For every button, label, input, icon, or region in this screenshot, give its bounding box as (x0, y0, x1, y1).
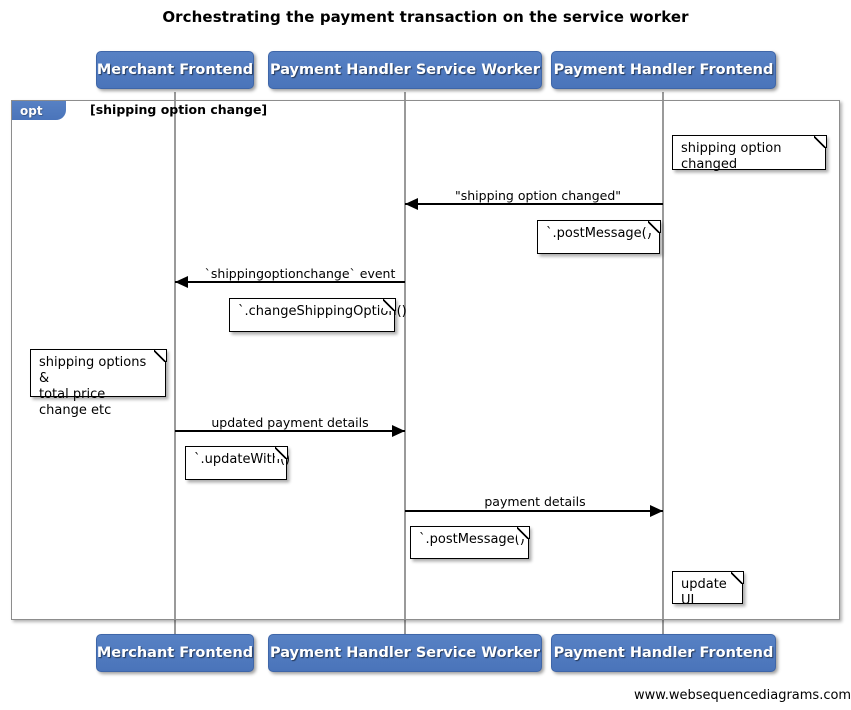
note-2: `.changeShippingOption() (229, 297, 407, 332)
message-arrowhead-0 (405, 198, 418, 210)
message-arrowhead-2 (392, 425, 405, 437)
message-arrowhead-3 (650, 505, 663, 517)
participant-box-bottom-2[interactable]: Payment Handler Frontend (551, 634, 776, 672)
lifeline-1 (404, 92, 406, 634)
participant-label: Payment Handler Frontend (553, 645, 774, 661)
message-label-2: updated payment details (211, 415, 369, 430)
message-label-0: "shipping option changed" (455, 188, 622, 203)
lifeline-0 (174, 92, 176, 634)
message-label-1: `shippingoptionchange` event (204, 266, 396, 281)
message-arrowhead-1 (175, 276, 188, 288)
opt-frame-condition: [shipping option change] (90, 102, 268, 117)
watermark: www.websequencediagrams.com (634, 688, 851, 703)
message-label-3: payment details (484, 494, 586, 509)
note-6: update UI (672, 570, 744, 608)
note-0: shipping option changed (672, 134, 827, 172)
participant-box-bottom-1[interactable]: Payment Handler Service Worker (268, 634, 542, 672)
message-line-2 (175, 430, 405, 432)
participant-box-top-1[interactable]: Payment Handler Service Worker (268, 51, 542, 89)
opt-frame-tag: opt (12, 101, 66, 120)
participant-box-top-0[interactable]: Merchant Frontend (96, 51, 254, 89)
participant-label: Payment Handler Frontend (553, 62, 774, 78)
participant-label: Payment Handler Service Worker (269, 645, 541, 661)
message-line-1 (175, 281, 405, 283)
opt-frame: opt [shipping option change] (11, 100, 840, 620)
message-line-0 (405, 203, 663, 205)
participant-label: Merchant Frontend (96, 645, 254, 661)
note-3: shipping options & total price change et… (30, 348, 167, 418)
participant-label: Payment Handler Service Worker (269, 62, 541, 78)
participant-box-top-2[interactable]: Payment Handler Frontend (551, 51, 776, 89)
note-5: `.postMessage() (410, 525, 530, 559)
lifeline-2 (662, 92, 664, 634)
participant-label: Merchant Frontend (96, 62, 254, 78)
message-line-3 (405, 510, 663, 512)
note-4: `.updateWith() (185, 445, 290, 480)
participant-box-bottom-0[interactable]: Merchant Frontend (96, 634, 254, 672)
note-1: `.postMessage() (537, 219, 661, 254)
page-title: Orchestrating the payment transaction on… (162, 8, 689, 26)
